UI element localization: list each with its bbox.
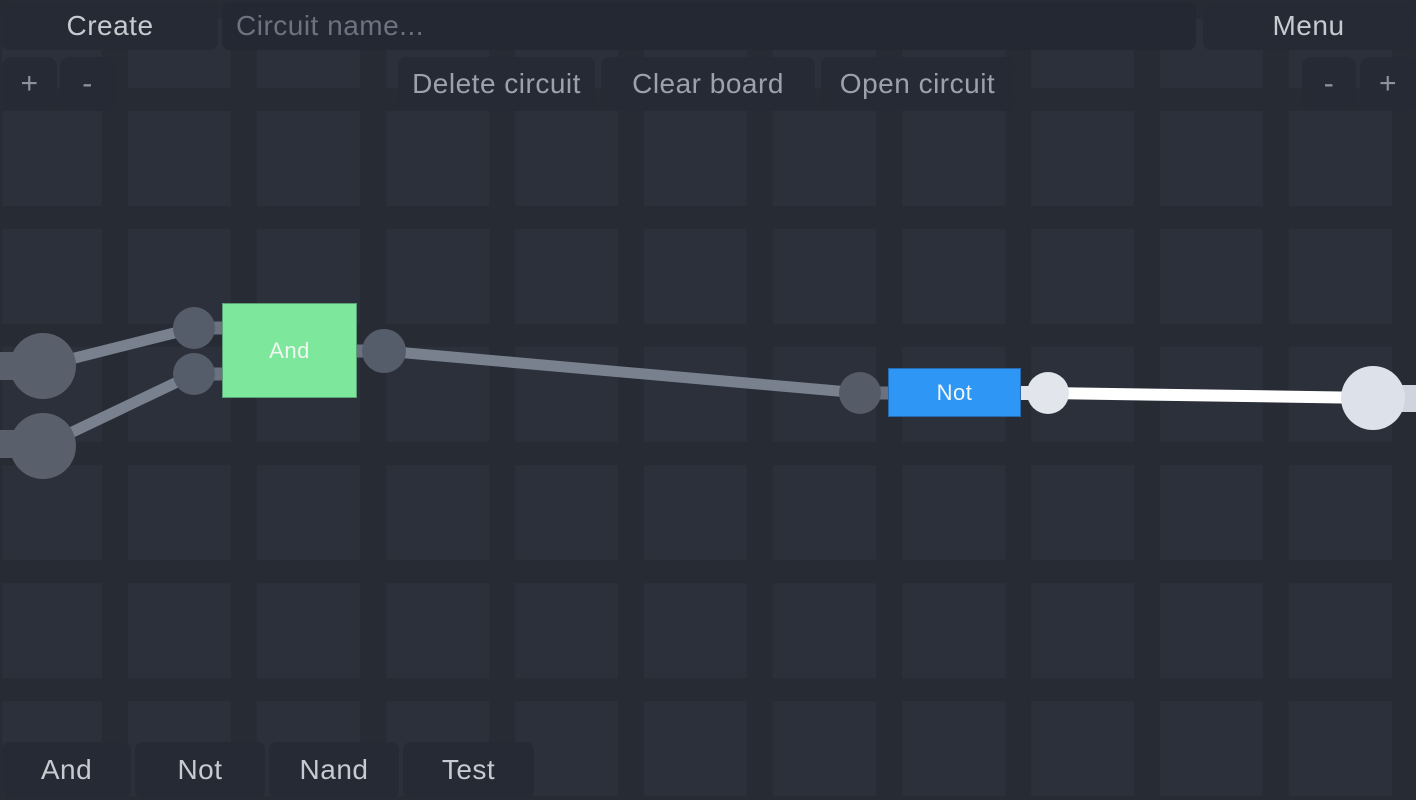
- not-gate-label: Not: [936, 379, 973, 405]
- input-terminal-1[interactable]: [10, 333, 76, 399]
- zoom-in-button-left[interactable]: +: [2, 57, 57, 111]
- input-terminal-2[interactable]: [10, 413, 76, 479]
- and-gate-label: And: [269, 337, 310, 363]
- palette-item-not[interactable]: Not: [135, 742, 265, 798]
- open-circuit-button[interactable]: Open circuit: [821, 57, 1014, 111]
- delete-circuit-button[interactable]: Delete circuit: [398, 57, 595, 111]
- palette-item-nand[interactable]: Nand: [269, 742, 399, 798]
- palette-item-test[interactable]: Test: [403, 742, 534, 798]
- zoom-out-button-left[interactable]: -: [60, 57, 115, 111]
- not-gate-output-pin[interactable]: [1027, 372, 1069, 414]
- palette-item-and[interactable]: And: [2, 742, 131, 798]
- menu-button[interactable]: Menu: [1203, 2, 1414, 50]
- output-terminal[interactable]: [1341, 366, 1405, 430]
- not-gate-input-pin[interactable]: [839, 372, 881, 414]
- and-gate-output-pin[interactable]: [362, 329, 406, 373]
- and-gate[interactable]: And: [222, 303, 357, 398]
- clear-board-button[interactable]: Clear board: [601, 57, 815, 111]
- circuit-name-input[interactable]: [222, 2, 1196, 50]
- zoom-in-button-right[interactable]: +: [1360, 57, 1416, 111]
- create-button[interactable]: Create: [2, 2, 218, 50]
- wire-and-to-not[interactable]: [383, 345, 861, 399]
- not-gate[interactable]: Not: [888, 368, 1021, 417]
- and-gate-input-pin-1[interactable]: [173, 307, 215, 349]
- and-gate-input-pin-2[interactable]: [173, 353, 215, 395]
- wire-not-to-output[interactable]: [1047, 387, 1374, 404]
- zoom-out-button-right[interactable]: -: [1302, 57, 1356, 111]
